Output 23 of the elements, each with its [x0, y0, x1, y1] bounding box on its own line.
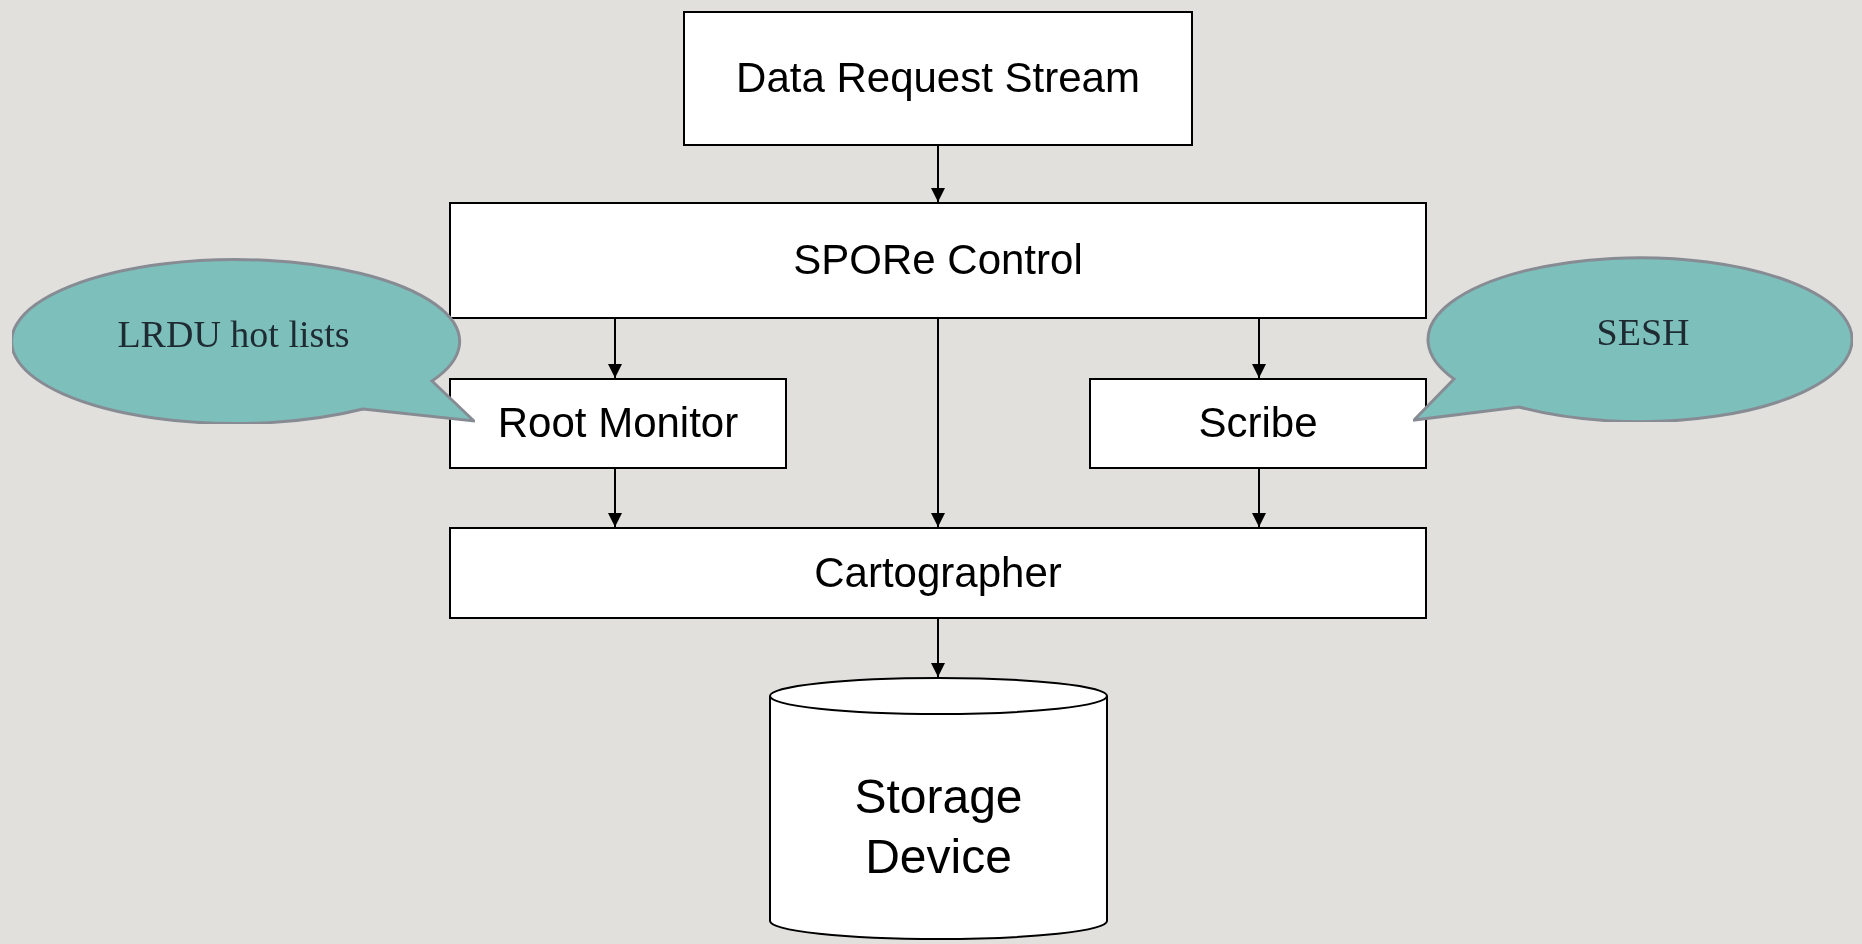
node-label: Storage Device	[853, 768, 1024, 885]
arrow	[931, 318, 945, 528]
storage-cylinder	[769, 677, 1108, 940]
bubble-label: SESH	[1596, 309, 1690, 355]
process-box	[449, 202, 1427, 319]
arrow	[1252, 318, 1266, 379]
arrow	[608, 318, 622, 379]
node-label: Data Request Stream	[736, 53, 1140, 104]
node-label: Scribe	[1198, 398, 1318, 449]
process-box	[1089, 378, 1427, 469]
arrow	[931, 618, 945, 678]
node-label: Root Monitor	[497, 398, 739, 449]
arrow	[608, 468, 622, 528]
process-box	[683, 11, 1193, 146]
bubble-label: LRDU hot lists	[117, 311, 350, 357]
node-label: Cartographer	[814, 547, 1062, 598]
process-box	[449, 378, 787, 469]
node-label: SPORe Control	[793, 235, 1083, 286]
speech-bubble	[12, 255, 475, 424]
process-box	[449, 527, 1427, 619]
speech-bubble	[1413, 253, 1853, 422]
arrow	[1252, 468, 1266, 528]
arrow	[931, 145, 945, 203]
